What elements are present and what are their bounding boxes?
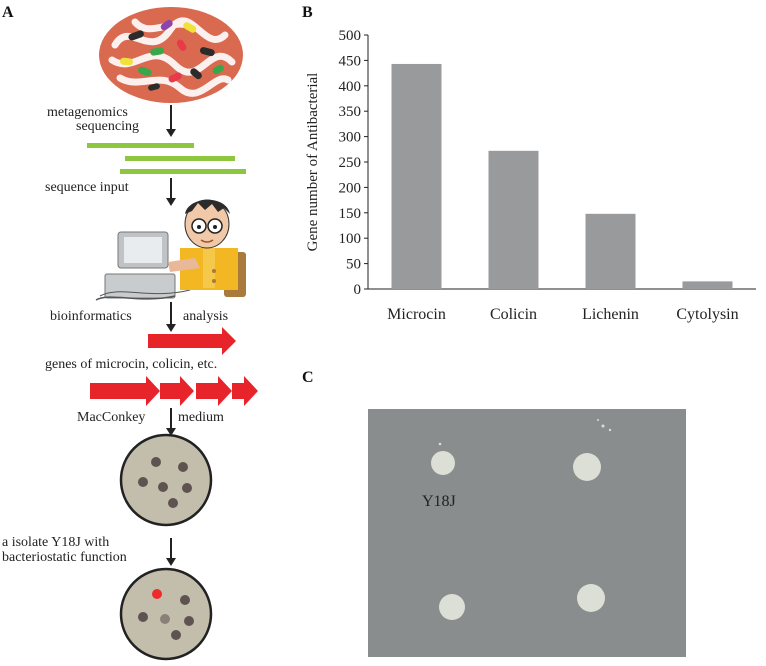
y-tick-label: 300 — [339, 130, 362, 146]
y-tick-label: 450 — [339, 53, 362, 69]
researcher-at-computer-icon — [95, 199, 246, 301]
x-tick-label: Lichenin — [582, 306, 639, 323]
colony-y18j — [431, 451, 455, 475]
step-macconkey: MacConkey — [77, 410, 145, 425]
y-tick-label: 50 — [346, 257, 361, 273]
colony-label: Y18J — [422, 493, 456, 510]
bar-microcin — [391, 63, 442, 290]
colony — [573, 453, 601, 481]
step-sequencing: sequencing — [76, 119, 139, 134]
step-bioinformatics: bioinformatics — [50, 309, 132, 324]
y-tick-label: 100 — [339, 231, 362, 247]
culture-plate — [119, 433, 213, 527]
arrow-down-icon — [166, 408, 176, 436]
bar-lichenin — [585, 213, 636, 289]
x-tick-label: Cytolysin — [676, 306, 738, 323]
y-tick-label: 250 — [339, 155, 362, 171]
panel-c-label: C — [302, 369, 314, 386]
y-tick-label: 350 — [339, 104, 362, 120]
gut-microbiota-illustration — [99, 7, 243, 103]
gene-arrow-icon — [148, 327, 236, 355]
isolate-colony-highlight — [152, 589, 162, 599]
colony — [577, 584, 605, 612]
step-genes: genes of microcin, colicin, etc. — [45, 357, 217, 372]
step-metagenomics: metagenomics — [47, 105, 128, 120]
bar-colicin — [488, 150, 539, 289]
selected-culture-plate — [119, 567, 213, 661]
arrow-down-icon — [166, 302, 176, 332]
arrow-down-icon — [166, 538, 176, 566]
step-medium: medium — [178, 410, 224, 425]
colony — [439, 594, 465, 620]
y-tick-label: 0 — [354, 282, 362, 298]
step-analysis: analysis — [183, 309, 228, 324]
step-bacteriostatic: bacteriostatic function — [2, 550, 127, 565]
gene-arrows — [90, 376, 258, 406]
bar-cytolysin — [682, 281, 733, 289]
arrow-down-icon — [166, 178, 176, 206]
sequence-reads — [87, 143, 246, 174]
y-tick-label: 200 — [339, 180, 362, 196]
panel-b-label: B — [302, 4, 313, 21]
y-axis-label: Gene number of Antibacterial — [305, 73, 321, 252]
panel-c: C Y18J — [302, 369, 686, 657]
y-tick-label: 150 — [339, 206, 362, 222]
x-tick-label: Colicin — [490, 306, 537, 323]
x-tick-label: Microcin — [387, 306, 446, 323]
panel-a: A metagenomics sequencing — [2, 4, 258, 661]
arrow-down-icon — [166, 105, 176, 137]
y-tick-label: 400 — [339, 79, 362, 95]
step-isolate: a isolate Y18J with — [2, 535, 109, 550]
plate-photo: Y18J — [368, 409, 686, 657]
step-sequence-input: sequence input — [45, 180, 129, 195]
y-tick-label: 500 — [339, 28, 362, 44]
panel-a-label: A — [2, 4, 14, 21]
